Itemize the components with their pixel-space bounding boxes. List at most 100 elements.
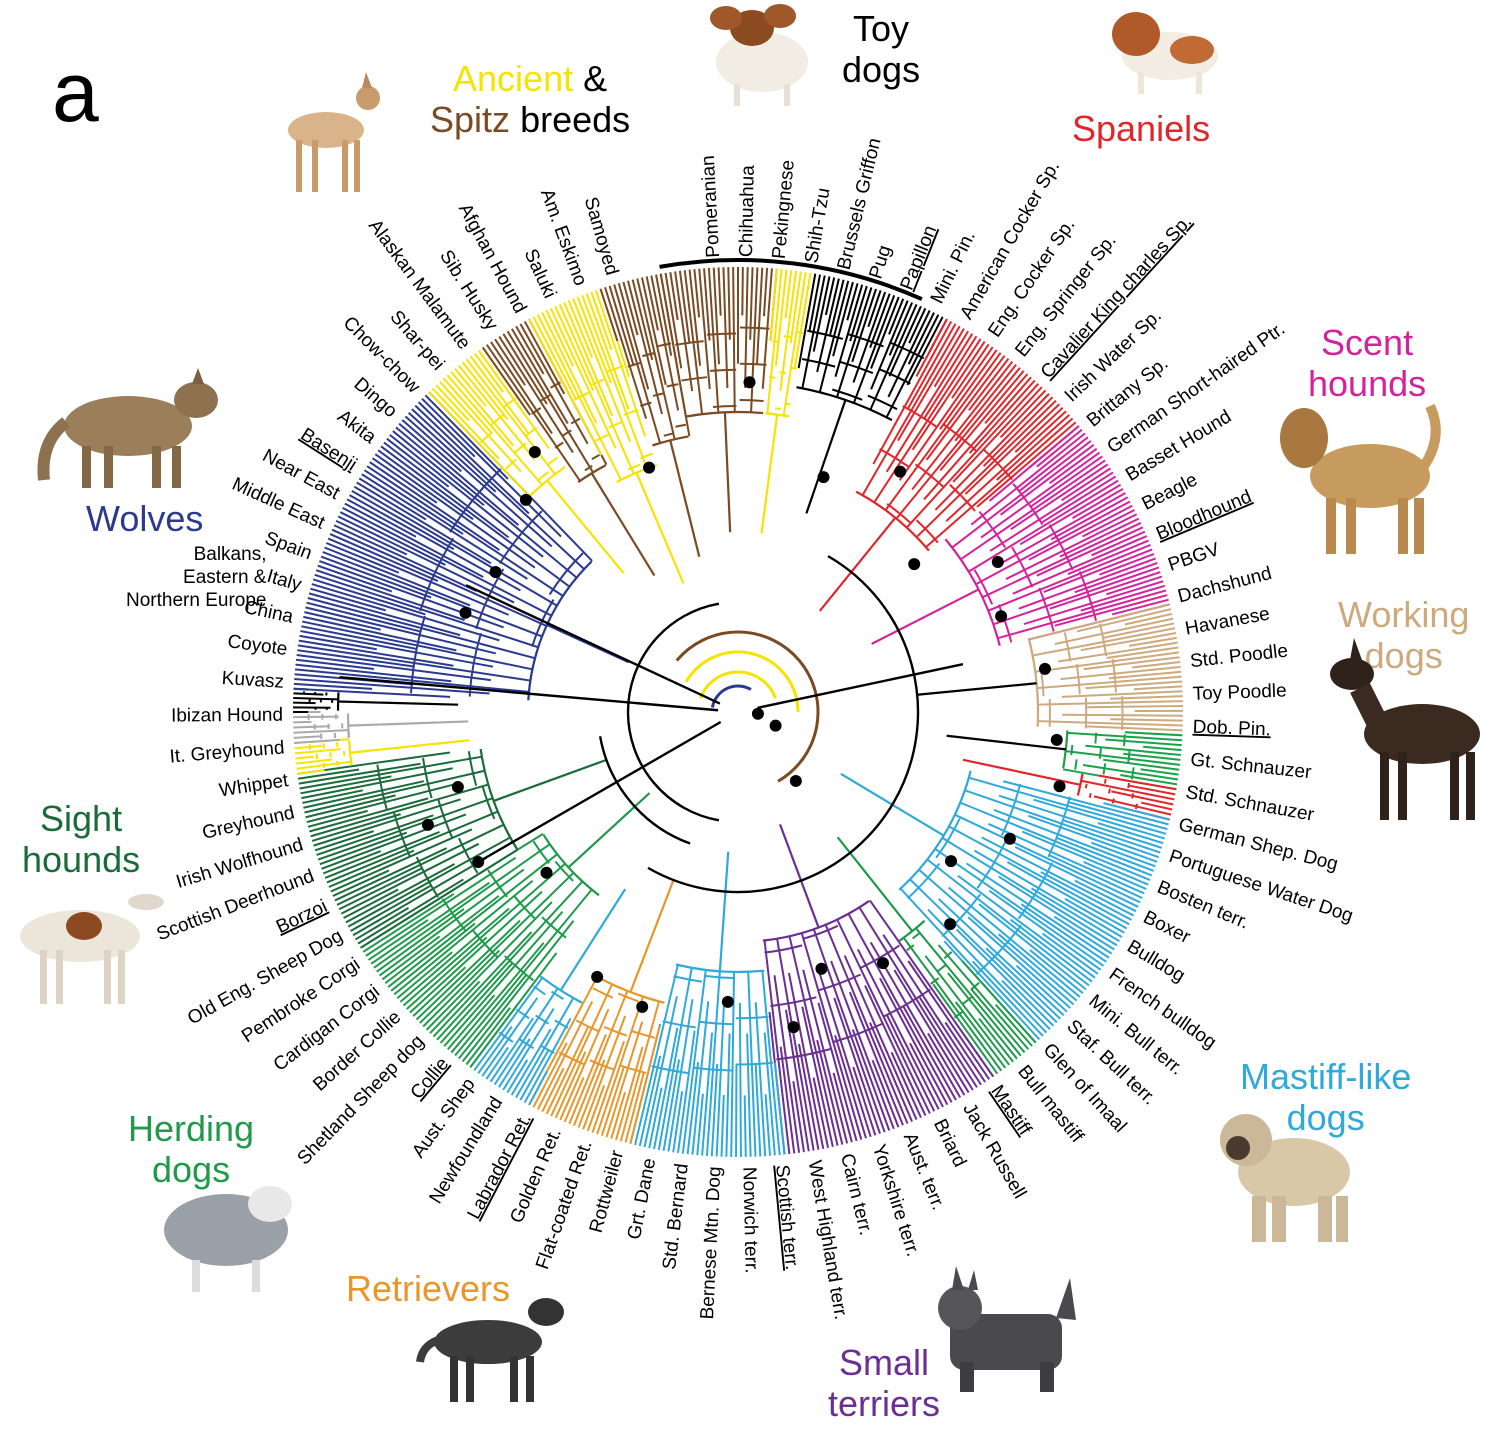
branch-arc <box>975 924 1023 975</box>
branch-arc <box>906 944 915 952</box>
branch-tip <box>461 920 575 1063</box>
branch-arc <box>779 371 786 375</box>
branch-tip <box>650 275 680 411</box>
branch-tip <box>749 267 754 340</box>
branch-tip <box>1083 656 1180 671</box>
clade-toy <box>796 273 948 514</box>
branch-tip <box>885 314 940 418</box>
clade-working <box>917 603 1184 737</box>
branch-arc <box>537 471 549 481</box>
branch-tip <box>648 1087 663 1149</box>
breed-label: Std. Poodle <box>1189 641 1289 673</box>
branch-tip <box>789 271 802 344</box>
branch-arc <box>490 414 505 426</box>
breed-label: Borzoi <box>273 896 331 938</box>
clade-black <box>293 687 459 713</box>
branch-arc <box>539 1044 555 1055</box>
branch-tip <box>1086 704 1183 709</box>
wolf-illustration <box>37 368 218 488</box>
label-balkans: Balkans, Eastern & Northern Europe <box>126 544 267 611</box>
branch-tip <box>741 267 744 316</box>
branch-arc <box>471 928 499 959</box>
branch-tip <box>851 288 877 363</box>
skeleton-arc <box>598 736 691 845</box>
branch-arc <box>832 388 863 401</box>
branch-arc <box>675 340 704 346</box>
branch-arc <box>315 753 319 760</box>
branch-tip <box>469 952 558 1068</box>
branch-tip <box>1085 725 1183 732</box>
branch-arc <box>1084 783 1088 789</box>
branch-tip <box>1040 475 1117 524</box>
clade-spaniels <box>818 318 1080 612</box>
branch-arc <box>1131 793 1135 799</box>
branch-arc <box>589 1059 616 1071</box>
branch-arc <box>467 751 478 786</box>
breed-label: Greyhound <box>200 802 296 843</box>
branch-tip <box>396 951 453 999</box>
clade-sectors <box>293 267 1184 1158</box>
branch-arc <box>1038 587 1055 632</box>
branch-tip <box>1140 768 1179 776</box>
branch-tip <box>384 895 500 985</box>
branch-arc <box>681 376 708 382</box>
branch-tip <box>984 373 1029 425</box>
branch-arc <box>342 750 346 757</box>
branch-tip <box>779 1046 796 1154</box>
branch-tip <box>293 729 349 734</box>
branch-arc <box>675 423 686 428</box>
branch-tip <box>793 272 812 369</box>
branch-tip <box>655 274 673 356</box>
branch-tip <box>864 985 927 1117</box>
branch-tip <box>653 1027 679 1150</box>
branch-tip <box>1123 752 1181 761</box>
clade-wolves <box>293 391 630 701</box>
branch-tip <box>954 813 1141 904</box>
branch-tip <box>357 878 464 945</box>
clade-stem <box>546 479 625 574</box>
bootstrap-dot <box>459 606 472 619</box>
clade-stem <box>348 720 469 727</box>
branch-tip <box>1033 798 1165 840</box>
branch-tip <box>902 937 1003 1072</box>
branch-tip <box>301 767 453 800</box>
clade-scent <box>871 425 1171 647</box>
branch-tip <box>939 349 998 430</box>
branch-tip <box>951 343 990 399</box>
branch-tip <box>915 399 1057 538</box>
branch-tip <box>293 715 339 719</box>
branch-tip <box>298 639 454 667</box>
branch-arc <box>935 817 961 859</box>
clade-stem <box>590 472 656 577</box>
branch-arc <box>943 951 953 959</box>
clade-base-arc <box>346 713 350 738</box>
bootstrap-dot <box>1003 832 1016 845</box>
branch-arc <box>807 329 844 340</box>
branch-tip <box>599 288 619 342</box>
branch-tip <box>712 267 721 365</box>
branch-arc <box>392 812 411 857</box>
branch-arc <box>1111 798 1115 804</box>
branch-arc <box>631 1030 656 1039</box>
clade-base-arc <box>1076 773 1084 796</box>
branch-tip <box>998 794 1163 849</box>
branch-tip <box>725 1033 731 1157</box>
branch-arc <box>449 468 502 533</box>
branch-tip <box>981 522 1142 599</box>
branch-tip <box>955 928 1055 1027</box>
branch-tip <box>498 1038 531 1088</box>
branch-tip <box>918 868 1075 1006</box>
clade-stem <box>567 792 651 869</box>
branch-arc <box>548 552 584 595</box>
branch-tip <box>969 379 1036 454</box>
clade-stem <box>669 440 701 558</box>
branch-tip <box>629 1026 661 1145</box>
clade-spitz <box>659 267 778 533</box>
branch-arc <box>627 361 641 368</box>
branch-tip <box>351 489 455 551</box>
bootstrap-dot <box>591 970 604 983</box>
branch-tip <box>797 273 817 369</box>
branch-tip <box>567 300 594 358</box>
branch-tip <box>406 936 488 1010</box>
branch-arc <box>640 452 653 460</box>
